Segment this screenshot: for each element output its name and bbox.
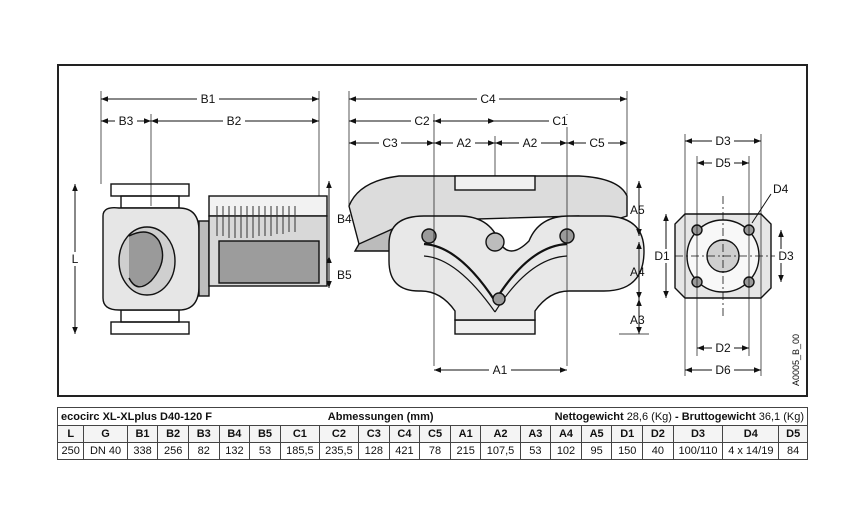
dim-label-b5: B5 [337,268,352,282]
dim-label-c5: C5 [589,136,605,150]
dim-label-d3-right: D3 [778,249,794,263]
dim-label-b3: B3 [119,114,134,128]
model-name: ecocirc XL-XLplus D40-120 F [57,407,281,426]
value-cell: 95 [580,442,613,460]
value-cell: 102 [550,442,582,460]
pump-side-view [102,183,328,335]
dim-label-b4: B4 [337,212,352,226]
value-cell: 107,5 [480,442,521,460]
dim-label-b1: B1 [201,92,216,106]
value-cell: 235,5 [318,442,359,460]
flange-view [659,196,787,316]
dim-label-c2: C2 [414,114,430,128]
dim-label-c4: C4 [480,92,496,106]
dim-label-a5: A5 [630,203,645,217]
dim-label-d5: D5 [715,156,731,170]
value-cell: 84 [778,442,808,460]
column-header: B3 [187,425,220,443]
dim-label-c1: C1 [552,114,568,128]
column-header: B5 [249,425,281,443]
dim-label-d2: D2 [715,341,731,355]
value-cell: 40 [642,442,674,460]
value-cell: 150 [611,442,644,460]
column-header: G [83,425,128,443]
column-header: A4 [550,425,582,443]
value-cell: 100/110 [672,442,724,460]
dim-label-a1: A1 [493,363,508,377]
drawing-frame: B1 B3 B2 B4 B5 L C4 C2 C1 C3 A2 A2 C5 A1… [57,64,808,397]
column-header: A5 [580,425,613,443]
value-cell: 53 [519,442,552,460]
value-cell: 256 [157,442,189,460]
dim-label-d6: D6 [715,363,731,377]
dimensions-title: Abmessungen (mm) [280,407,481,426]
dim-label-a3: A3 [630,313,645,327]
value-cell: 4 x 14/19 [722,442,780,460]
dim-label-l: L [72,252,79,266]
gross-weight-value: 36,1 (Kg) [758,410,804,423]
dim-label-a4: A4 [630,265,645,279]
pump-front-view [348,175,645,335]
dim-label-b2: B2 [227,114,242,128]
technical-drawing: B1 B3 B2 B4 B5 L C4 C2 C1 C3 A2 A2 C5 A1… [67,91,801,386]
column-header: D1 [611,425,644,443]
value-cell: 53 [249,442,281,460]
column-header: A1 [449,425,482,443]
dim-label-c3: C3 [382,136,398,150]
column-header: A3 [519,425,552,443]
dim-label-a2-right: A2 [523,136,538,150]
drawing-code: A0005_B_00 [791,334,801,386]
column-header: C4 [388,425,421,443]
table-title-row: ecocirc XL-XLplus D40-120 F Abmessungen … [57,407,808,426]
column-header: D4 [722,425,780,443]
dim-label-d4: D4 [773,182,789,196]
gross-weight-label: Bruttogewicht [681,410,756,423]
column-header: B1 [126,425,159,443]
value-cell: 82 [187,442,220,460]
value-cell: 185,5 [279,442,320,460]
dim-label-d3-top: D3 [715,134,731,148]
column-header: B4 [218,425,251,443]
dim-label-a2-left: A2 [457,136,472,150]
dim-label-d1: D1 [654,249,670,263]
column-header: C5 [419,425,451,443]
value-cell: 250 [56,442,85,460]
column-header: L [56,425,85,443]
spec-table: ecocirc XL-XLplus D40-120 F Abmessungen … [56,407,808,460]
value-cell: DN 40 [83,442,128,460]
weights: Nettogewicht 28,6 (Kg) - Bruttogewicht 3… [480,407,808,426]
value-cell: 215 [449,442,482,460]
value-cell: 128 [357,442,390,460]
column-header: A2 [480,425,521,443]
column-header: D2 [642,425,674,443]
value-cell: 78 [419,442,451,460]
column-header: C2 [318,425,359,443]
column-header: D3 [672,425,724,443]
column-header: C3 [357,425,390,443]
value-cell: 338 [126,442,159,460]
weight-separator: - [675,410,679,423]
column-header: C1 [279,425,320,443]
value-cell: 132 [218,442,251,460]
column-header: D5 [778,425,808,443]
column-header: B2 [157,425,189,443]
net-weight-label: Nettogewicht [554,410,624,423]
net-weight-value: 28,6 (Kg) [626,410,672,423]
value-cell: 421 [388,442,421,460]
